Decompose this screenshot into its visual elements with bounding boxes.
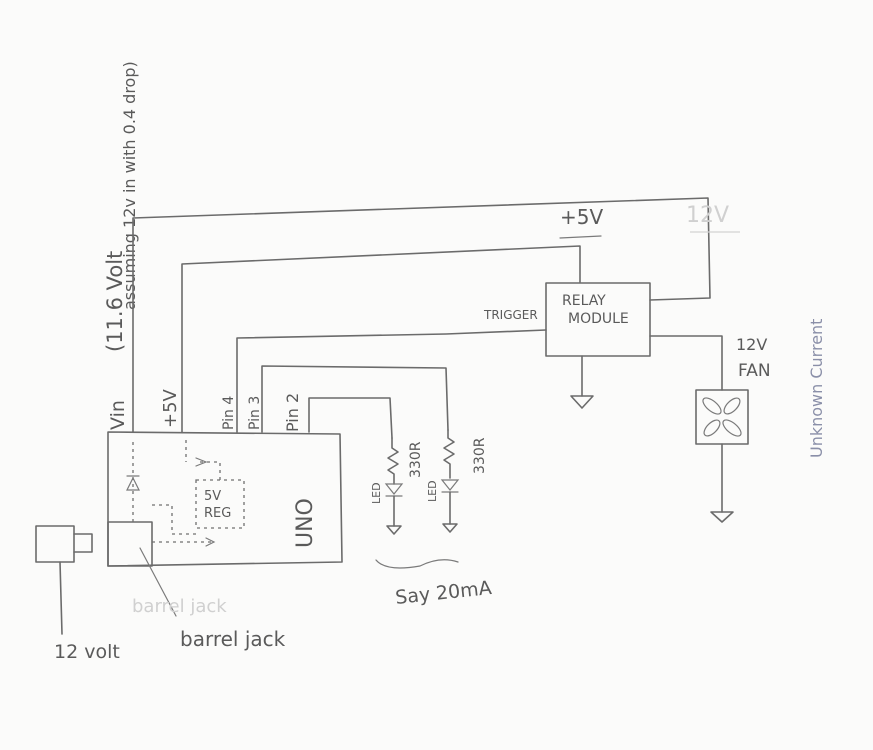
jack-arrow-icon <box>205 537 216 547</box>
plus5v-relay-label: +5V <box>560 205 603 229</box>
fan-label: FAN <box>738 361 771 381</box>
barrel-jack-socket <box>107 521 153 567</box>
diode-icon <box>126 475 140 491</box>
fan-ground-icon <box>710 511 734 523</box>
pin3-label: Pin 3 <box>247 396 263 430</box>
power-plug: 12 volt <box>35 525 120 663</box>
relay-line1: RELAY <box>562 293 606 309</box>
plus5v-wire: +5V <box>181 205 603 433</box>
led1-ground-icon <box>386 525 402 535</box>
led2-label: LED <box>426 480 439 502</box>
pin4-trigger-wire: TRIGGER <box>236 308 547 433</box>
pin2-label: Pin 2 <box>283 393 302 432</box>
vin-note-line2: assuming 12v in with 0.4 drop) <box>120 61 139 310</box>
faded-12v-label: 12V <box>686 203 729 228</box>
led2-ground-icon <box>442 523 458 533</box>
reg-line1: 5V <box>204 489 221 504</box>
fan-12v-label: 12V <box>736 335 767 354</box>
reg-arrow-icon <box>195 457 208 467</box>
vin-note-line1: (11.6 Volt <box>103 251 127 352</box>
pin4-label: Pin 4 <box>221 396 237 430</box>
led1-icon <box>384 483 404 495</box>
trigger-label: TRIGGER <box>483 308 538 322</box>
unknown-current-label: Unknown Current <box>807 319 826 458</box>
faded-barrel-label: barrel jack <box>132 596 227 617</box>
uno-label: UNO <box>293 498 318 548</box>
vin-12v-wire: 12V <box>132 197 740 433</box>
fan: 12V FAN Unknown Current <box>649 319 826 523</box>
pin2-wire <box>308 397 393 439</box>
led-brace <box>375 559 459 569</box>
plus5v-uno-label: +5V <box>160 388 181 428</box>
led2-icon <box>440 479 460 491</box>
led-branch-2: 330R LED <box>426 429 488 533</box>
vin-label: Vin <box>107 400 129 430</box>
pin3-wire <box>261 365 449 433</box>
arduino-uno: UNO 5V REG <box>107 431 343 567</box>
barrel-jack-pointer <box>139 547 177 617</box>
say-20ma-label: Say 20mA <box>394 577 492 609</box>
fan-icon <box>702 397 742 437</box>
led1-label: LED <box>370 482 383 504</box>
reg-line2: REG <box>204 506 231 521</box>
vin-voltage-note: (11.6 Volt assuming 12v in with 0.4 drop… <box>103 61 139 352</box>
relay-module: RELAY MODULE <box>545 282 651 409</box>
r2-label: 330R <box>472 437 488 474</box>
relay-line2: MODULE <box>568 311 629 327</box>
barrel-jack-label: barrel jack <box>180 627 286 651</box>
twelve-volt-label: 12 volt <box>54 641 120 663</box>
relay-ground-icon <box>570 395 594 409</box>
r1-label: 330R <box>408 441 424 478</box>
led-branch-1: 330R LED <box>370 437 424 535</box>
